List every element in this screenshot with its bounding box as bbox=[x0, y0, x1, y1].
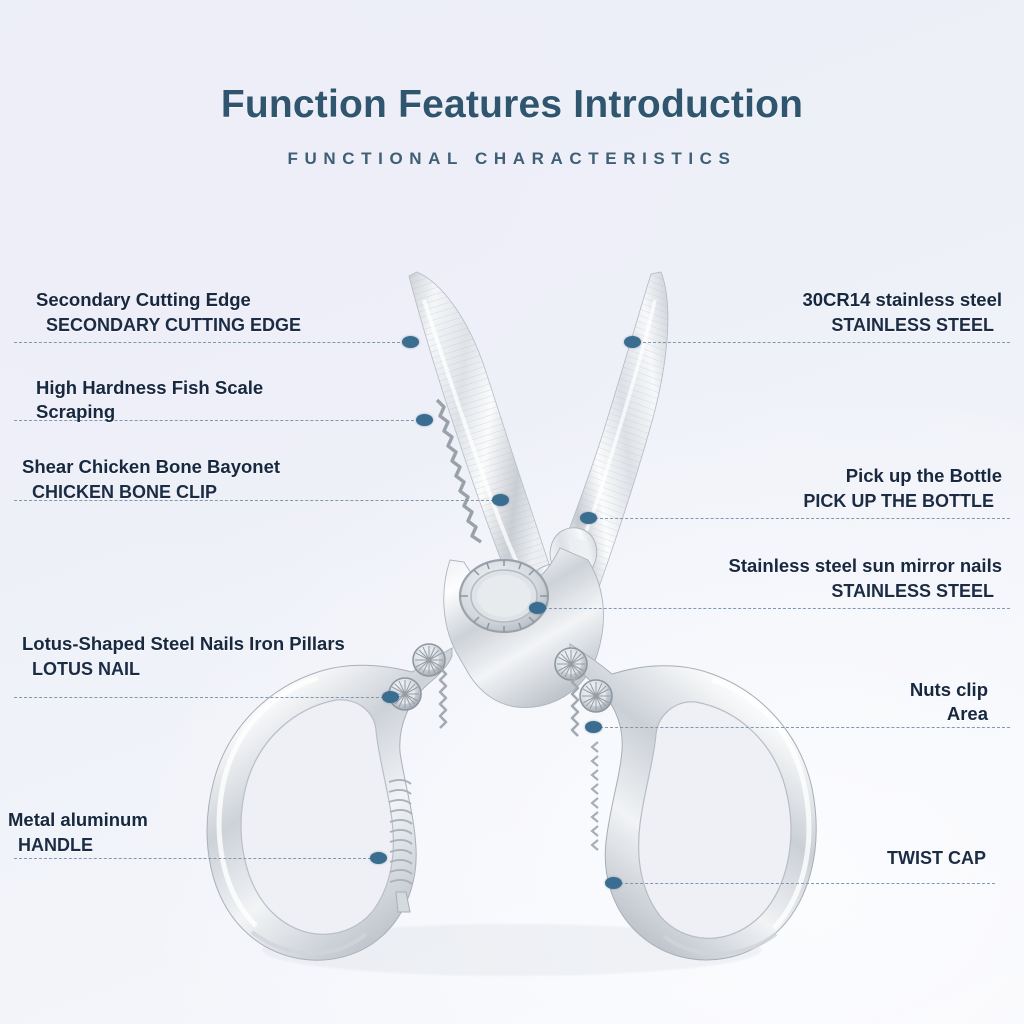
callout-subheading: STAINLESS STEEL bbox=[831, 315, 994, 336]
left-blade bbox=[408, 271, 557, 601]
marker-pick-up-the-bottle bbox=[580, 512, 597, 524]
handle-spring bbox=[388, 778, 413, 885]
leader-handle bbox=[14, 858, 376, 859]
header: Function Features Introduction FUNCTIONA… bbox=[0, 0, 1024, 169]
marker-lotus-nail bbox=[382, 691, 399, 703]
callout-sun-mirror-nails[interactable]: Stainless steel sun mirror nails STAINLE… bbox=[729, 554, 1003, 603]
marker-stainless-steel-blade bbox=[624, 336, 641, 348]
callout-heading: Lotus-Shaped Steel Nails Iron Pillars bbox=[22, 633, 345, 654]
lotus-nail-left-upper bbox=[412, 643, 446, 677]
callout-lotus-nail[interactable]: Lotus-Shaped Steel Nails Iron Pillars LO… bbox=[22, 632, 345, 681]
callout-twist-cap[interactable]: TWIST CAP bbox=[887, 845, 994, 870]
page-title: Function Features Introduction bbox=[220, 83, 804, 126]
left-handle bbox=[206, 643, 453, 961]
callout-heading-line2: Area bbox=[946, 703, 988, 725]
right-handle bbox=[554, 643, 817, 961]
leader-secondary-cutting-edge bbox=[14, 342, 410, 343]
marker-secondary-cutting-edge bbox=[402, 336, 419, 348]
callout-subheading: SECONDARY CUTTING EDGE bbox=[46, 315, 302, 336]
callout-pick-up-the-bottle[interactable]: Pick up the Bottle PICK UP THE BOTTLE bbox=[803, 464, 1002, 513]
callout-heading: Nuts clip bbox=[909, 679, 988, 700]
leader-lotus-nail bbox=[14, 697, 389, 698]
leader-sun-mirror-nails bbox=[539, 608, 1010, 609]
callout-heading: Shear Chicken Bone Bayonet bbox=[22, 456, 281, 477]
lotus-nail-left-lower bbox=[388, 677, 422, 711]
callout-heading: Metal aluminum bbox=[8, 809, 148, 830]
callout-heading: 30CR14 stainless steel bbox=[802, 289, 1002, 310]
nuts-clip-serration bbox=[590, 741, 599, 851]
callout-handle[interactable]: Metal aluminum HANDLE bbox=[8, 808, 148, 857]
callout-heading-line2: Scraping bbox=[36, 401, 116, 423]
leader-chicken-bone-clip bbox=[14, 500, 499, 501]
marker-handle bbox=[370, 852, 387, 864]
leader-fish-scale-scraping bbox=[14, 420, 424, 421]
callout-subheading: HANDLE bbox=[18, 835, 93, 856]
callout-nuts-clip-area[interactable]: Nuts clip Area bbox=[910, 678, 988, 726]
callout-subheading: PICK UP THE BOTTLE bbox=[803, 491, 994, 512]
page-subtitle: FUNCTIONAL CHARACTERISTICS bbox=[287, 149, 737, 168]
marker-nuts-clip-area bbox=[585, 721, 602, 733]
callout-heading: High Hardness Fish Scale bbox=[36, 377, 264, 398]
marker-fish-scale-scraping bbox=[416, 414, 433, 426]
lotus-nail-right-upper bbox=[554, 647, 588, 681]
marker-chicken-bone-clip bbox=[492, 494, 509, 506]
callout-heading: Stainless steel sun mirror nails bbox=[728, 555, 1003, 576]
leader-stainless-steel-blade bbox=[633, 342, 1010, 343]
callout-heading: Secondary Cutting Edge bbox=[36, 289, 251, 310]
leader-nuts-clip-area bbox=[595, 727, 1010, 728]
lotus-nail-right-lower bbox=[579, 679, 613, 713]
callout-stainless-steel-blade[interactable]: 30CR14 stainless steel STAINLESS STEEL bbox=[802, 288, 1002, 337]
callout-heading: Pick up the Bottle bbox=[845, 465, 1002, 486]
leader-pick-up-the-bottle bbox=[590, 518, 1010, 519]
callout-subheading: LOTUS NAIL bbox=[32, 659, 140, 680]
callout-subheading: TWIST CAP bbox=[887, 848, 986, 868]
leader-twist-cap bbox=[615, 883, 995, 884]
callout-subheading: CHICKEN BONE CLIP bbox=[32, 482, 218, 503]
pivot-body bbox=[443, 547, 604, 708]
right-blade bbox=[544, 271, 669, 607]
callout-subheading: STAINLESS STEEL bbox=[831, 581, 994, 602]
marker-twist-cap bbox=[605, 877, 622, 889]
marker-sun-mirror-nails bbox=[529, 602, 546, 614]
callout-chicken-bone-clip[interactable]: Shear Chicken Bone Bayonet CHICKEN BONE … bbox=[22, 455, 280, 504]
callout-fish-scale-scraping[interactable]: High Hardness Fish Scale Scraping bbox=[36, 376, 263, 424]
callout-secondary-cutting-edge[interactable]: Secondary Cutting Edge SECONDARY CUTTING… bbox=[36, 288, 301, 337]
